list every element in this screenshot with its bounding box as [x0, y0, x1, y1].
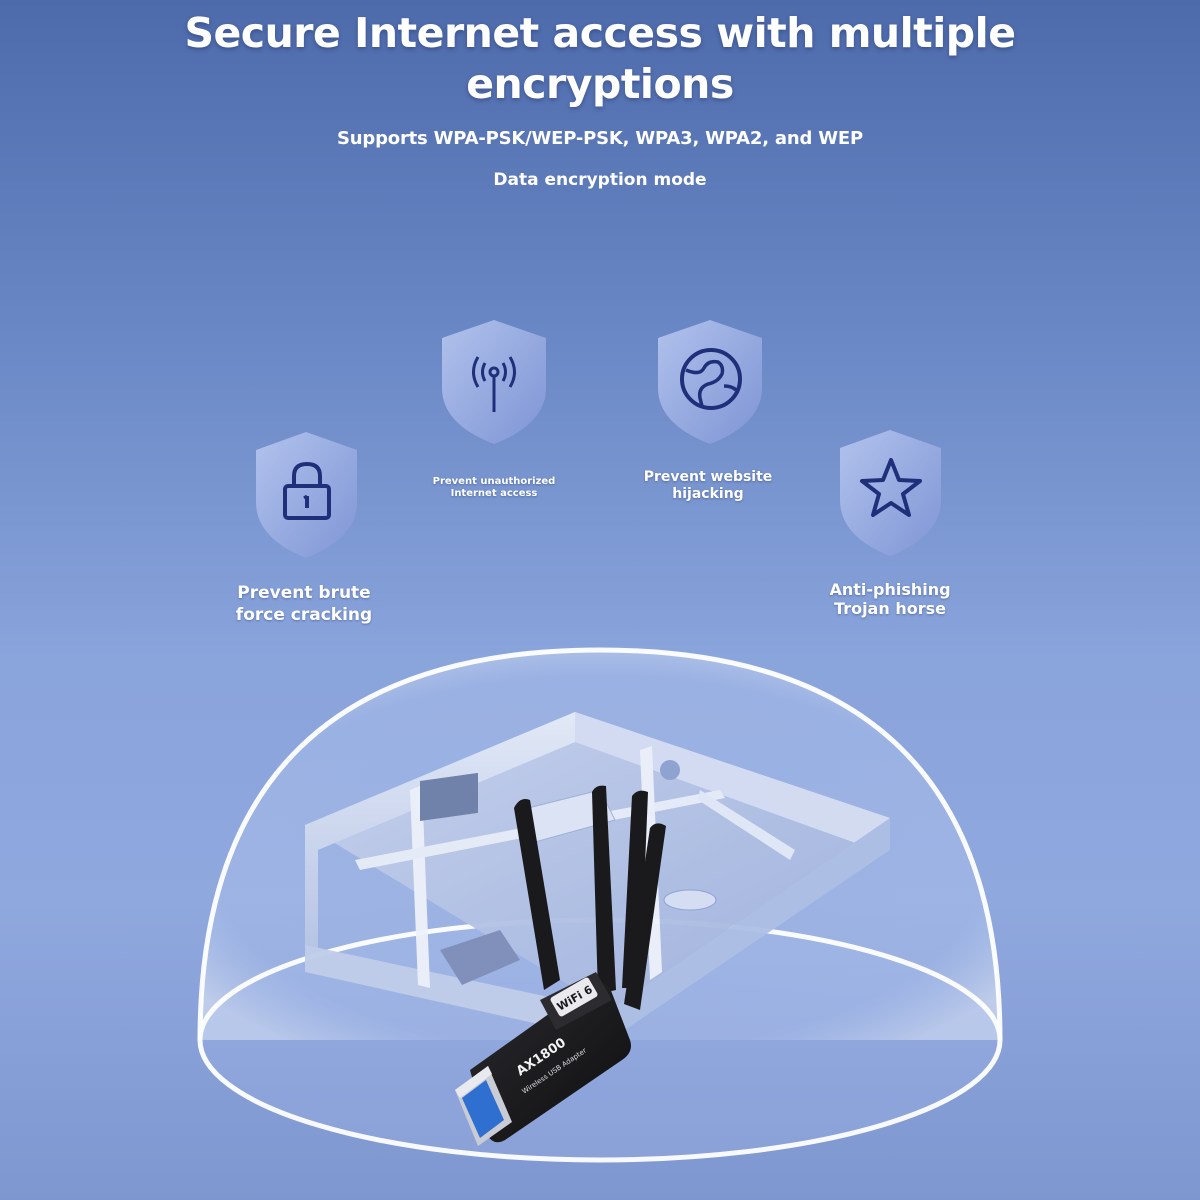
feature-unauthorized-access — [440, 318, 548, 446]
shield-badge — [256, 432, 357, 558]
antenna-icon — [472, 356, 516, 412]
feature-label-unauthorized-access: Prevent unauthorized Internet access — [432, 476, 556, 499]
globe-icon — [680, 348, 742, 410]
feature-label-website-hijacking: Prevent website hijacking — [643, 469, 773, 502]
title-line-2: encryptions — [466, 60, 734, 108]
usb-wifi-adapter: WiFi 6 AX1800 Wireless USB Adapter — [455, 785, 666, 1146]
lock-icon — [283, 461, 331, 520]
feature-label-brute-force: Prevent brute force cracking — [235, 583, 373, 625]
feature-anti-phishing — [838, 428, 943, 558]
encryption-subtitle: Supports WPA-PSK/WEP-PSK, WPA3, WPA2, an… — [337, 128, 863, 149]
star-icon — [860, 458, 922, 517]
feature-label-anti-phishing: Anti-phishing Trojan horse — [829, 580, 951, 618]
wifi-badge — [550, 977, 598, 1017]
encryption-mode-label: Data encryption mode — [493, 170, 707, 190]
feature-website-hijacking — [656, 318, 764, 446]
feature-brute-force — [254, 430, 359, 560]
title-line-1: Secure Internet access with multiple — [184, 9, 1016, 57]
shield-badge — [840, 430, 941, 556]
page-title: Secure Internet access with multiple enc… — [0, 8, 1200, 110]
